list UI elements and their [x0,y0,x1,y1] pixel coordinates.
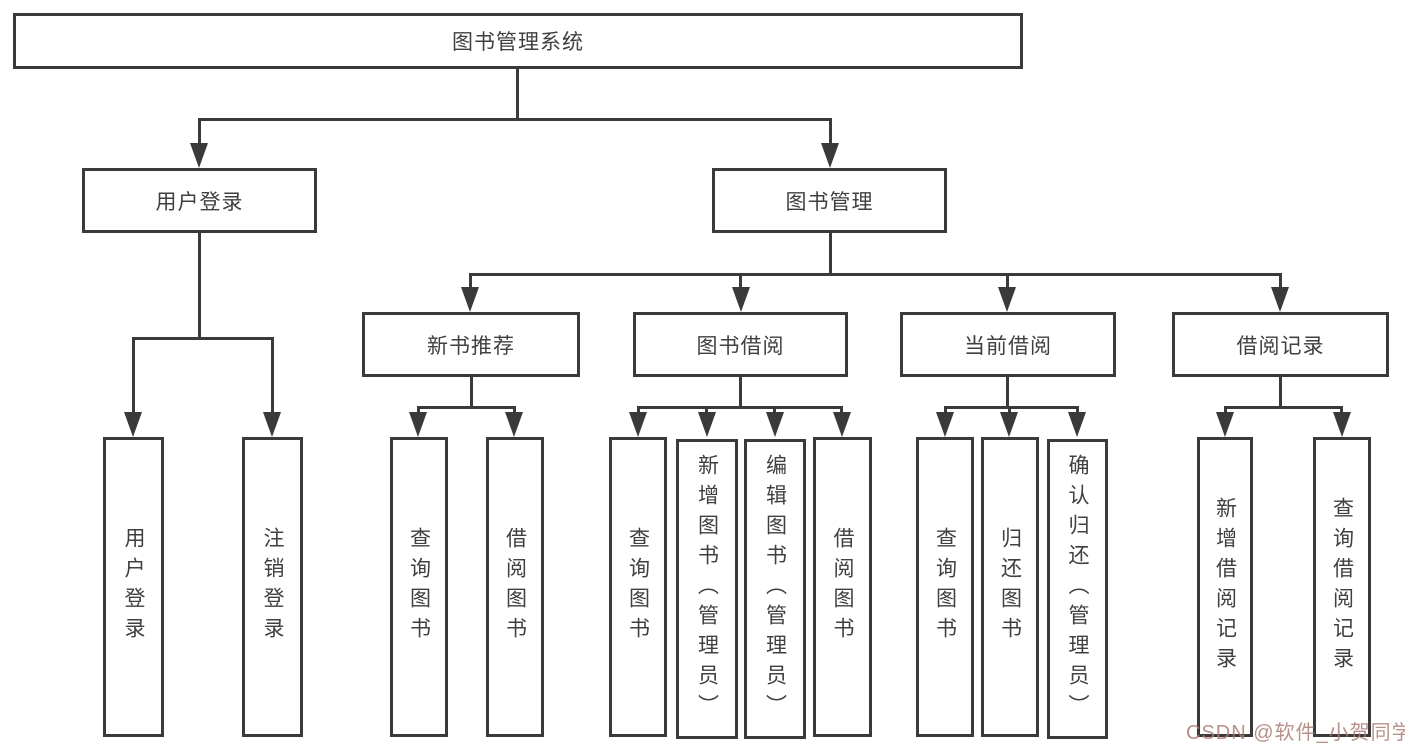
csdn-watermark: CSDN @软件_小贺同学 [1186,722,1405,744]
leaf-label: 新增借阅记录 [1213,497,1237,677]
connector-line [1006,273,1009,290]
connector-line [1279,273,1282,290]
arrow-head [766,412,784,437]
connector-line [773,406,776,416]
leaf-label: 借阅图书 [503,527,527,647]
arrow-head [833,412,851,437]
connector-line [469,273,1282,276]
connector-line [132,337,135,415]
arrow-head [998,287,1016,312]
connector-line [198,118,201,146]
leaf-borrow-book-2: 借阅图书 [813,437,872,737]
arrow-head [629,412,647,437]
leaf-label: 新增图书（管理员） [695,454,719,724]
connector-line [198,233,201,337]
leaf-label: 用户登录 [122,527,145,647]
node-book-borrow: 图书借阅 [633,312,848,377]
connector-line [132,337,274,340]
arrow-head [821,143,839,168]
connector-line [417,406,516,409]
node-user-login: 用户登录 [82,168,317,233]
arrow-head [124,412,142,437]
connector-line [705,406,708,416]
connector-line [944,406,947,416]
arrow-head [1068,412,1086,437]
arrow-head [936,412,954,437]
leaf-query-borrow-record: 查询借阅记录 [1313,437,1371,737]
leaf-query-book-2: 查询图书 [609,437,667,737]
leaf-label: 归还图书 [998,527,1022,647]
connector-line [1076,406,1079,416]
node-book-management: 图书管理 [712,168,947,233]
leaf-label: 查询图书 [407,527,431,647]
connector-line [840,406,843,416]
arrow-head [732,287,750,312]
arrow-head [263,412,281,437]
leaf-confirm-return-admin: 确认归还（管理员） [1047,439,1108,739]
leaf-edit-book-admin: 编辑图书（管理员） [744,439,806,739]
leaf-label: 借阅图书 [831,527,854,647]
connector-line [198,118,831,121]
connector-line [1224,406,1227,416]
connector-line [516,69,519,118]
connector-line [271,337,274,415]
arrow-head [505,412,523,437]
connector-line [1340,406,1343,416]
connector-line [513,406,516,416]
leaf-query-book-3: 查询图书 [916,437,974,737]
leaf-borrow-book-1: 借阅图书 [486,437,544,737]
connector-line [417,406,420,416]
connector-line [470,377,473,406]
connector-line [1224,406,1342,409]
node-root: 图书管理系统 [13,13,1023,69]
arrow-head [1333,412,1351,437]
leaf-add-borrow-record: 新增借阅记录 [1197,437,1253,737]
connector-line [1279,377,1282,406]
connector-line [637,406,640,416]
leaf-logout: 注销登录 [242,437,303,737]
arrow-head [409,412,427,437]
leaf-return-book: 归还图书 [981,437,1039,737]
leaf-query-book-1: 查询图书 [390,437,448,737]
connector-line [829,233,832,275]
node-new-book-recommend: 新书推荐 [362,312,580,377]
node-current-borrow: 当前借阅 [900,312,1116,377]
arrow-head [1000,412,1018,437]
leaf-add-book-admin: 新增图书（管理员） [676,439,738,739]
arrow-head [698,412,716,437]
leaf-label: 确认归还（管理员） [1066,454,1089,724]
arrow-head [1271,287,1289,312]
leaf-label: 查询图书 [933,527,957,647]
leaf-label: 查询图书 [626,527,650,647]
connector-line [1006,377,1009,406]
node-borrow-record: 借阅记录 [1172,312,1389,377]
leaf-label: 注销登录 [261,527,284,647]
connector-line [637,406,843,409]
connector-line [739,377,742,406]
connector-line [829,118,832,146]
connector-line [944,406,1079,409]
leaf-label: 编辑图书（管理员） [763,454,787,724]
leaf-label: 查询借阅记录 [1330,497,1354,677]
arrow-head [461,287,479,312]
connector-line [469,273,472,290]
arrow-head [1216,412,1234,437]
arrow-head [190,143,208,168]
connector-line [739,273,742,290]
leaf-user-login: 用户登录 [103,437,164,737]
connector-line [1008,406,1011,416]
